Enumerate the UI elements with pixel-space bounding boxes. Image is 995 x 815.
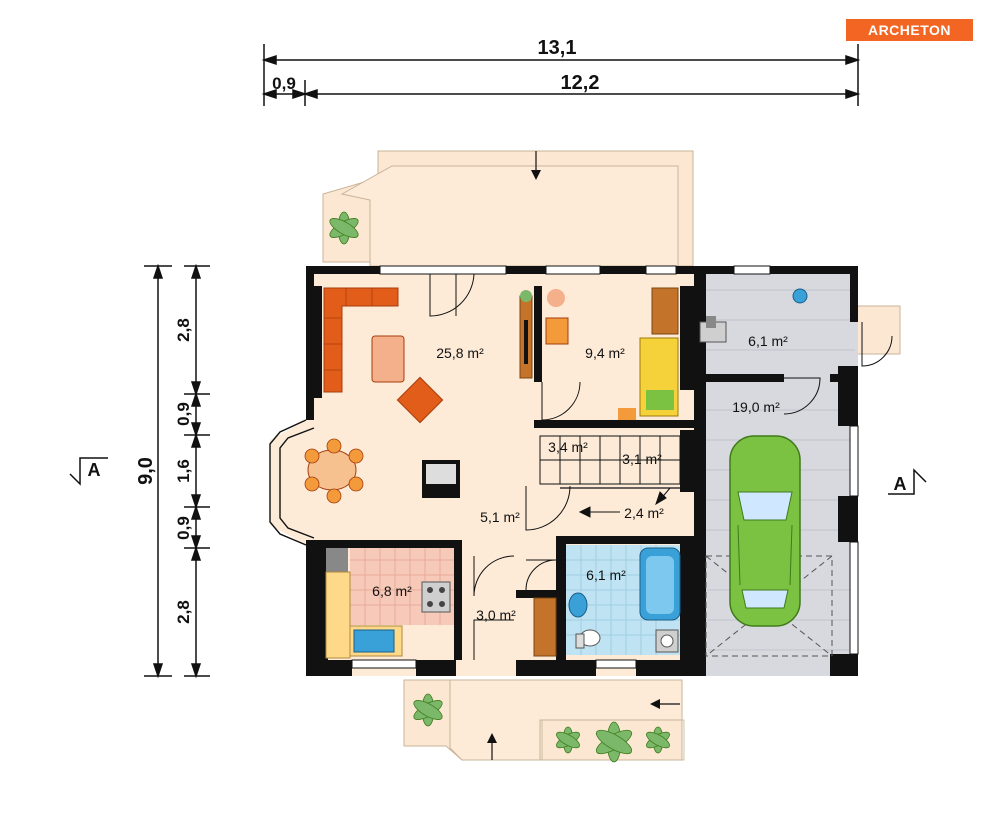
dim-left-seg-2: 0,9: [174, 402, 193, 426]
section-label-left: A: [88, 460, 101, 480]
room-area-stairs-b: 3,1 m²: [622, 451, 662, 467]
room-area-bathroom: 6,1 m²: [586, 567, 626, 583]
bay-window: [269, 419, 315, 546]
dim-left-seg-4: 0,9: [174, 516, 193, 540]
dim-left-seg-5: 2,8: [174, 600, 193, 624]
top-dimensions: [261, 44, 861, 106]
car: [729, 435, 801, 627]
stairs: [539, 435, 681, 518]
room-area-boiler: 6,1 m²: [748, 333, 788, 349]
room-area-bedroom: 9,4 m²: [585, 345, 625, 361]
furniture: [304, 287, 808, 659]
section-mark-right: [888, 468, 927, 495]
logo-text: ARCHETON: [867, 22, 952, 38]
room-area-living: 25,8 m²: [436, 345, 484, 361]
dim-top-main: 12,2: [561, 72, 600, 94]
dim-left-total: 9,0: [135, 457, 157, 485]
walls: [306, 266, 858, 676]
room-area-kitchen: 6,8 m²: [372, 583, 412, 599]
room-area-stairs-a: 3,4 m²: [548, 439, 588, 455]
windows: [351, 265, 859, 669]
terrace-top: [322, 150, 694, 267]
section-label-right: A: [894, 474, 907, 494]
section-mark-left: [69, 457, 108, 486]
room-area-garage: 19,0 m²: [732, 399, 780, 415]
dim-left-seg-1: 2,8: [174, 318, 193, 342]
plants: [329, 211, 685, 763]
room-area-hall: 5,1 m²: [480, 509, 520, 525]
archeton-logo: ARCHETON: [846, 19, 973, 41]
side-entrance-step: [851, 305, 901, 355]
left-dimensions: [144, 263, 210, 679]
dim-left-seg-3: 1,6: [174, 459, 193, 483]
doors: [429, 273, 893, 660]
dim-top-total: 13,1: [538, 37, 577, 59]
room-area-vestibule: 3,0 m²: [476, 607, 516, 623]
room-area-corridor: 2,4 m²: [624, 505, 664, 521]
dim-top-left: 0,9: [272, 74, 296, 93]
